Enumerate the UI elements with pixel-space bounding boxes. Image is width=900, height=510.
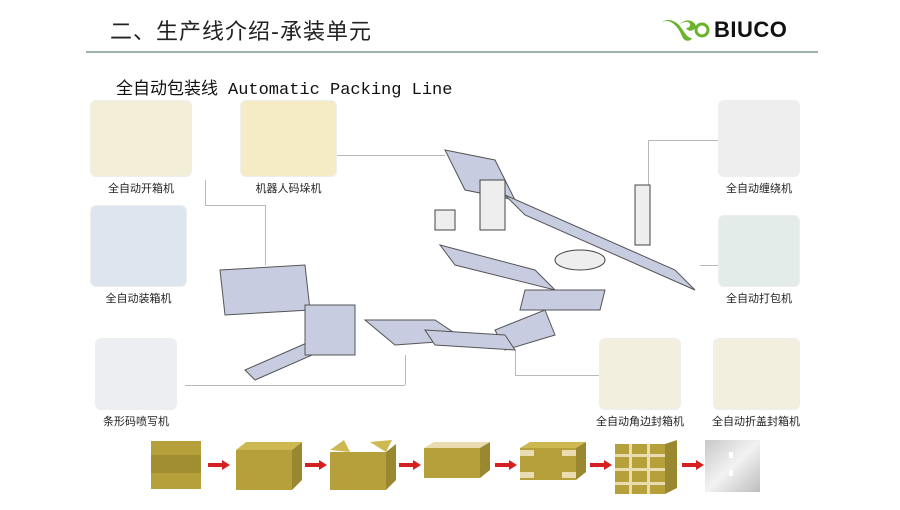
connector-line <box>405 355 406 385</box>
case-erector-image <box>90 100 192 177</box>
connector-line <box>648 140 649 185</box>
machine-corner-sealer: 全自动角边封箱机 <box>596 338 684 429</box>
packing-line-diagram <box>219 149 696 381</box>
connector-line <box>648 140 718 141</box>
barcode-printer-image <box>95 338 177 410</box>
corner-sealer-image <box>599 338 681 410</box>
section-title-cn: 全自动包装线 <box>116 79 218 99</box>
case-packer-image <box>90 205 187 287</box>
connector-line <box>205 180 206 205</box>
machine-label: 全自动折盖封箱机 <box>712 415 800 428</box>
section-title-en: Automatic Packing Line <box>228 81 453 100</box>
process-flow <box>150 440 790 495</box>
arrow-right-icon <box>682 460 704 470</box>
machine-label: 条形码喷写机 <box>103 415 169 428</box>
arrow-right-icon <box>208 460 230 470</box>
arrow-right-icon <box>495 460 517 470</box>
machine-flap-sealer: 全自动折盖封箱机 <box>712 338 800 429</box>
strapping-machine-image <box>718 215 800 287</box>
arrow-right-icon <box>305 460 327 470</box>
machine-robot-palletizer: 机器人码垛机 <box>240 100 337 196</box>
machine-label: 全自动打包机 <box>726 292 792 305</box>
machine-label: 全自动缠绕机 <box>726 182 792 195</box>
page-title: 二、生产线介绍-承装单元 <box>110 20 372 45</box>
connector-line <box>337 155 445 156</box>
palletized-cartons-icon <box>615 440 677 494</box>
machine-case-erector: 全自动开箱机 <box>90 100 192 196</box>
filled-carton-icon <box>330 440 396 490</box>
robot-palletizer-image <box>240 100 337 177</box>
arrow-right-icon <box>590 460 612 470</box>
logo-text: BIUCO <box>714 17 788 42</box>
machine-label: 全自动装箱机 <box>105 292 172 305</box>
leaf-logo-icon <box>662 19 710 41</box>
section-title: 全自动包装线 Automatic Packing Line <box>116 74 452 100</box>
corner-sealed-carton-icon <box>520 442 586 480</box>
flat-carton-icon <box>151 441 201 489</box>
machine-label: 全自动角边封箱机 <box>596 415 684 428</box>
machine-label: 全自动开箱机 <box>108 182 174 195</box>
wrapped-pallet-icon <box>705 440 760 492</box>
machine-case-packer: 全自动装箱机 <box>90 205 187 306</box>
header-divider <box>86 51 818 53</box>
arrow-right-icon <box>399 460 421 470</box>
connector-line <box>515 350 516 375</box>
connector-line <box>265 205 266 265</box>
connector-line <box>700 265 720 266</box>
connector-line <box>185 385 405 386</box>
connector-line <box>515 375 605 376</box>
machine-strapping-machine: 全自动打包机 <box>718 215 800 306</box>
machine-label: 机器人码垛机 <box>255 182 322 195</box>
machine-barcode-printer: 条形码喷写机 <box>95 338 177 429</box>
machine-stretch-wrapper: 全自动缠绕机 <box>718 100 800 196</box>
connector-line <box>205 205 265 206</box>
sealed-carton-icon <box>424 442 490 478</box>
company-logo: BIUCO <box>660 14 787 46</box>
flap-sealer-image <box>712 338 800 410</box>
stretch-wrapper-image <box>718 100 800 177</box>
opened-carton-icon <box>236 442 302 490</box>
